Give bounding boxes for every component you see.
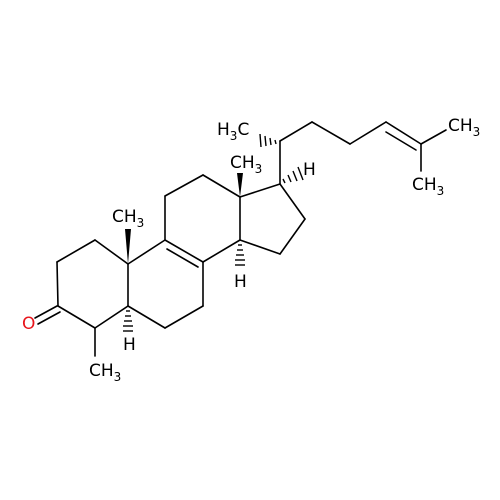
- methyl-c26-label: CH3: [448, 116, 480, 139]
- stereo-bonds: [123, 133, 304, 332]
- bond-c12-c13: [202, 174, 241, 198]
- methyl-c27-label: CH3: [412, 175, 444, 198]
- methyl-c10-label: CH3: [112, 207, 144, 230]
- bond-c24-c25-outer: [385, 121, 422, 145]
- bond-c9-c8-outer: [164, 239, 204, 263]
- bond-c25-c26: [420, 129, 447, 145]
- bond-c4-c5: [57, 305, 96, 329]
- bond-c13-c17: [239, 183, 281, 198]
- bond-c17-c16: [279, 183, 306, 220]
- bond-c16-c15: [279, 218, 306, 255]
- hash-c20-methyl: [259, 133, 277, 148]
- oxygen-label: O: [22, 314, 35, 334]
- bond-c1-c2: [94, 239, 129, 265]
- bond-c24-c25-inner: [385, 131, 417, 151]
- bond-c15-c14: [239, 239, 281, 255]
- hydrogen-c14-label: H: [234, 272, 247, 292]
- bond-c9-c8-inner: [166, 248, 199, 268]
- bond-c7-c6: [164, 305, 204, 329]
- bond-c22-c23: [311, 121, 351, 145]
- bond-c3-c4: [56, 261, 59, 307]
- bond-c10-c9: [127, 239, 166, 265]
- methyl-c4-label: CH3: [89, 361, 121, 384]
- wedge-c10-methyl: [125, 229, 131, 264]
- wedge-c13-methyl: [237, 173, 243, 197]
- hash-c17-h: [282, 166, 304, 184]
- methyl-c13-label: CH3: [230, 153, 262, 176]
- atom-labels: O CH3 CH3 CH3 H3C CH3 CH3 H H H: [22, 116, 480, 384]
- bond-c3-o-2: [37, 311, 61, 325]
- hash-c14-h: [235, 244, 245, 266]
- bond-c2-c3: [56, 239, 96, 263]
- bond-c5-c10: [94, 305, 129, 329]
- methyl-c20-label: H3C: [217, 120, 249, 143]
- hash-c5-h: [123, 310, 133, 332]
- hydrogen-c5-label: H: [123, 335, 136, 355]
- bond-c14-c8: [202, 239, 241, 263]
- bond-c23-c24: [349, 121, 387, 145]
- bond-c6-c5: [127, 305, 166, 329]
- bond-c11-c12: [164, 174, 204, 197]
- hydrogen-c17-label: H: [303, 160, 316, 180]
- bonds: [34, 121, 447, 357]
- bond-c3-o-1: [34, 305, 58, 319]
- bond-c20-c22: [279, 121, 313, 142]
